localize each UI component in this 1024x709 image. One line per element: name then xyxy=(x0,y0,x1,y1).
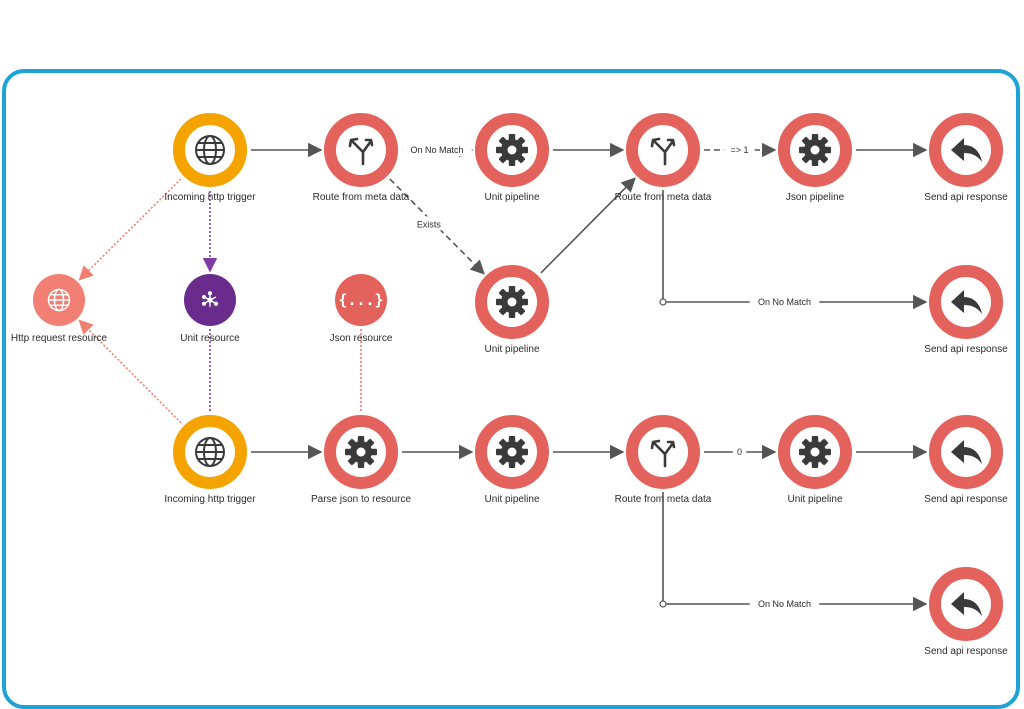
gear-icon xyxy=(799,436,831,468)
node-route3[interactable]: Route from meta data xyxy=(615,415,712,505)
braces-icon: {...} xyxy=(338,291,383,309)
edge-route3-to-unit4[interactable]: 0 xyxy=(704,444,777,460)
gear-icon xyxy=(496,436,528,468)
node-send1[interactable]: Send api response xyxy=(924,113,1008,203)
edge-label: On No Match xyxy=(758,297,811,307)
node-label: Unit pipeline xyxy=(484,192,539,203)
gear-icon xyxy=(496,134,528,166)
node-label: Incoming http trigger xyxy=(164,494,256,505)
node-disc xyxy=(335,274,387,326)
route-split-icon xyxy=(650,439,676,468)
node-unit3[interactable]: Unit pipeline xyxy=(475,415,549,505)
node-label: Unit pipeline xyxy=(484,344,539,355)
node-send2[interactable]: Send api response xyxy=(924,265,1008,355)
edge-route1-to-unit1[interactable]: On No Match xyxy=(402,142,474,158)
edge-label: Exists xyxy=(417,219,442,229)
edge-label: 0 xyxy=(737,447,742,457)
node-send3[interactable]: Send api response xyxy=(924,415,1008,505)
node-route1[interactable]: Route from meta data xyxy=(313,113,410,203)
network-icon xyxy=(201,291,219,307)
edge-unit2-to-route2[interactable] xyxy=(540,177,636,274)
node-label: Incoming http trigger xyxy=(164,192,256,203)
node-label: Unit pipeline xyxy=(787,494,842,505)
node-label: Unit resource xyxy=(180,333,240,344)
reply-icon xyxy=(951,440,982,464)
reply-icon xyxy=(951,290,982,314)
node-label: Send api response xyxy=(924,192,1008,203)
gear-icon xyxy=(496,286,528,318)
node-httpres[interactable]: Http request resource xyxy=(11,274,108,344)
edge-route2-to-send2[interactable]: On No Match xyxy=(659,190,928,310)
edge-route2-to-json1[interactable]: => 1 xyxy=(704,142,777,158)
node-unit4[interactable]: Unit pipeline xyxy=(778,415,852,505)
node-send4[interactable]: Send api response xyxy=(924,567,1008,657)
reply-icon xyxy=(951,592,982,616)
node-unitres[interactable]: Unit resource xyxy=(180,274,240,344)
edge-label: On No Match xyxy=(758,599,811,609)
reply-icon xyxy=(951,138,982,162)
globe-icon xyxy=(47,288,71,312)
node-label: Http request resource xyxy=(11,333,108,344)
node-label: Json resource xyxy=(330,333,393,344)
edge-label: On No Match xyxy=(410,145,463,155)
route-split-icon xyxy=(348,137,374,166)
node-label: Route from meta data xyxy=(615,192,712,203)
node-parse[interactable]: Parse json to resource xyxy=(311,415,411,505)
node-label: Send api response xyxy=(924,646,1008,657)
node-label: Json pipeline xyxy=(786,192,845,203)
node-label: Unit pipeline xyxy=(484,494,539,505)
node-route2[interactable]: Route from meta data xyxy=(615,113,712,203)
gear-icon xyxy=(799,134,831,166)
edge-route1-to-unit2[interactable]: Exists xyxy=(389,178,485,275)
route-split-icon xyxy=(650,137,676,166)
node-trigger2[interactable]: Incoming http trigger xyxy=(164,415,256,505)
gear-icon xyxy=(345,436,377,468)
edge-label: => 1 xyxy=(730,145,748,155)
node-label: Send api response xyxy=(924,344,1008,355)
edge-trigger2-to-httpres[interactable] xyxy=(78,319,182,424)
node-json1[interactable]: Json pipeline xyxy=(778,113,852,203)
node-label: Route from meta data xyxy=(615,494,712,505)
node-label: Parse json to resource xyxy=(311,494,411,505)
edge-route3-to-send4[interactable]: On No Match xyxy=(659,492,928,612)
node-unit2[interactable]: Unit pipeline xyxy=(475,265,549,355)
node-trigger1[interactable]: Incoming http trigger xyxy=(164,113,256,203)
node-unit1[interactable]: Unit pipeline xyxy=(475,113,549,203)
node-label: Route from meta data xyxy=(313,192,410,203)
node-jsonres[interactable]: {...} Json resource xyxy=(330,274,393,344)
node-label: Send api response xyxy=(924,494,1008,505)
globe-icon xyxy=(195,135,225,165)
globe-icon xyxy=(195,437,225,467)
